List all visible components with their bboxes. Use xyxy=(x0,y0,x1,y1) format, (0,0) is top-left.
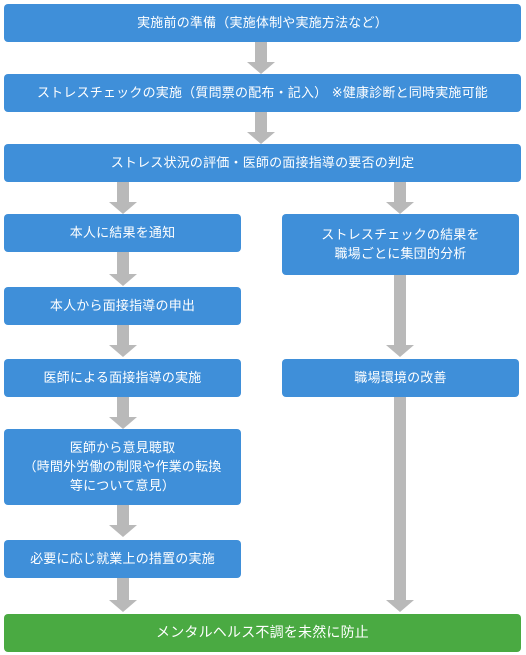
right-group-analysis: ストレスチェックの結果を 職場ごとに集団的分析 xyxy=(282,214,519,275)
step-stress-check: ストレスチェックの実施（質問票の配布・記入） ※健康診断と同時実施可能 xyxy=(4,74,521,112)
final-prevention: メンタルヘルス不調を未然に防止 xyxy=(4,614,521,652)
left-request-interview: 本人から面接指導の申出 xyxy=(4,287,241,325)
right-improve-environment: 職場環境の改善 xyxy=(282,359,519,397)
left-interview: 医師による面接指導の実施 xyxy=(4,359,241,397)
left-take-measures: 必要に応じ就業上の措置の実施 xyxy=(4,540,241,578)
left-hear-opinion: 医師から意見聴取 （時間外労働の制限や作業の転換 等について意見） xyxy=(4,429,241,505)
left-notify-result: 本人に結果を通知 xyxy=(4,214,241,252)
step-preparation: 実施前の準備（実施体制や実施方法など） xyxy=(4,4,521,42)
step-evaluation: ストレス状況の評価・医師の面接指導の要否の判定 xyxy=(4,144,521,182)
